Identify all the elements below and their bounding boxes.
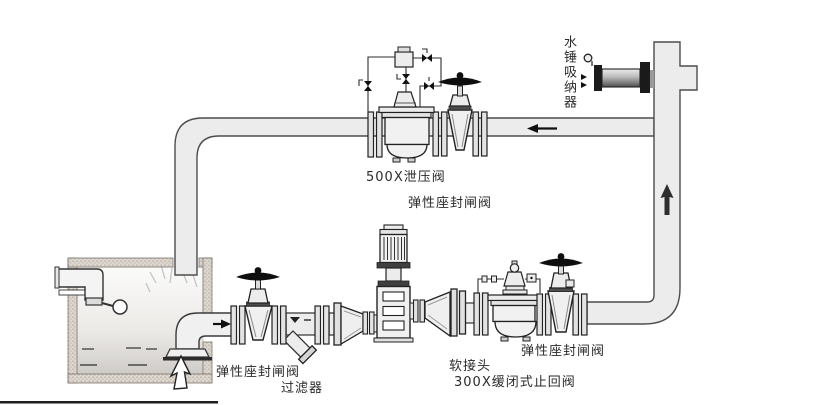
pilot-box xyxy=(394,51,414,68)
label-gate-valve-discharge: 弹性座封闸阀 xyxy=(521,344,606,359)
label-flexible-joint: 软接头 xyxy=(449,359,492,374)
handwheel-icon xyxy=(236,272,280,281)
label-gate-valve-suction: 弹性座封闸阀 xyxy=(216,365,301,380)
relief-valve-500x xyxy=(358,46,448,163)
label-gate-valve-top: 弹性座封闸阀 xyxy=(408,196,493,211)
right-riser-pipe xyxy=(586,41,698,325)
suction-flow-arrow-up xyxy=(169,354,192,390)
float-pivot xyxy=(85,297,103,306)
water-level-dashes xyxy=(80,347,157,366)
flow-arrow-up xyxy=(660,184,674,215)
bell-mouth xyxy=(164,348,211,358)
pump xyxy=(373,224,414,343)
check-valve-300x xyxy=(473,260,541,342)
flow-arrow-left xyxy=(527,124,557,133)
outlet-flow-arrow-right xyxy=(213,319,231,329)
flexible-joint xyxy=(409,288,467,338)
strainer-mark-icon xyxy=(290,317,300,323)
handwheel-icon xyxy=(438,77,482,86)
label-relief-valve-500x: 500X泄压阀 xyxy=(366,170,446,185)
label-water-hammer-absorber: 水锤吸纳器 xyxy=(561,35,576,110)
image-border-line xyxy=(0,401,218,404)
label-check-valve-300x: 300X缓闭式止回阀 xyxy=(454,375,576,390)
float-valve xyxy=(54,266,128,315)
suction-elbow xyxy=(163,312,234,361)
label-strainer: 过滤器 xyxy=(281,381,324,396)
motor-fins xyxy=(383,237,405,260)
water-tank xyxy=(54,257,234,390)
y-strainer xyxy=(282,317,318,365)
handwheel-icon xyxy=(539,258,583,267)
float-ball xyxy=(112,299,128,315)
gate-valve-suction xyxy=(230,267,287,345)
water-hammer-absorber xyxy=(581,53,654,93)
gate-valve-discharge xyxy=(536,253,588,336)
suction-reducer xyxy=(314,302,379,346)
gate-valve-top xyxy=(438,72,488,157)
